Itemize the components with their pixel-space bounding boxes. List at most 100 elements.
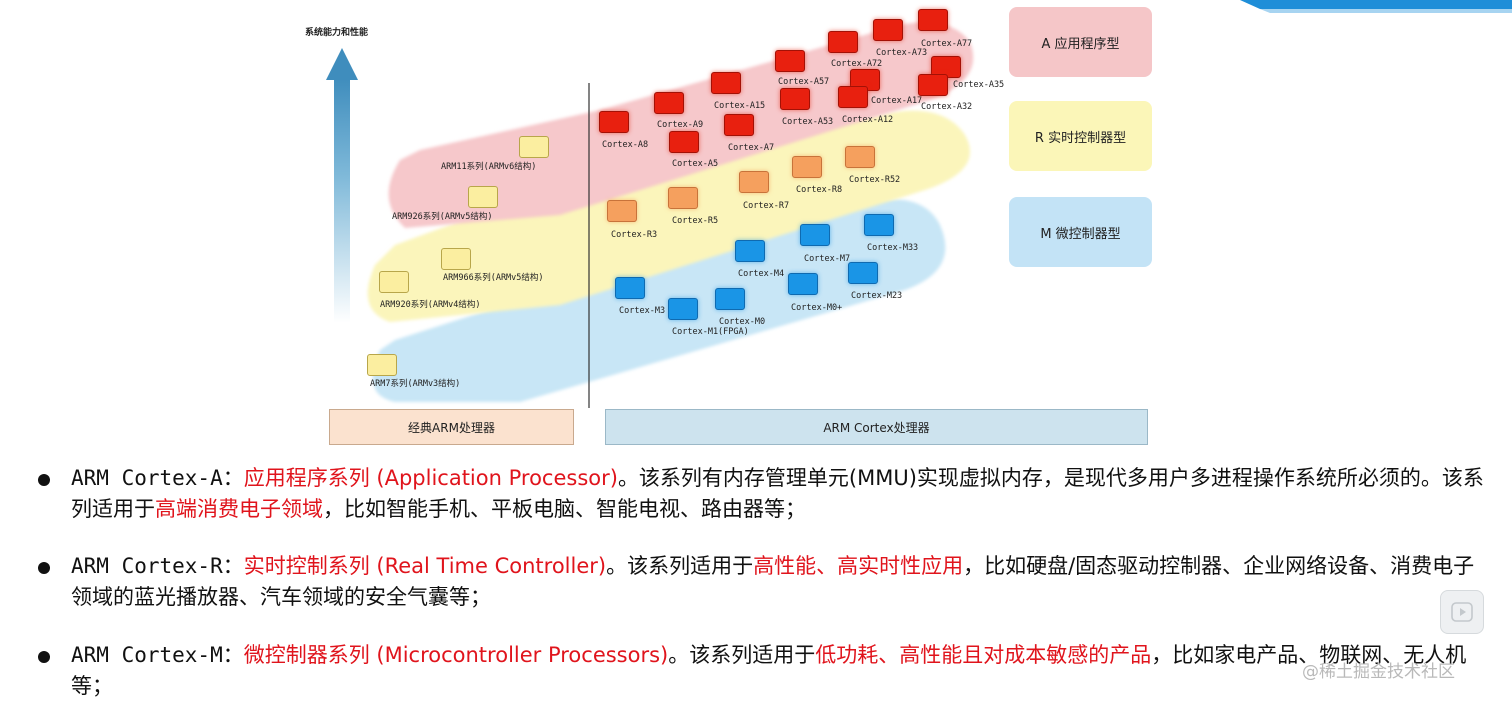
legend-cortex-r: R 实时控制器型 <box>1009 101 1152 171</box>
bullet-dot <box>38 651 50 663</box>
band-cortex-m <box>372 199 946 402</box>
watermark: @稀土掘金技术社区 <box>1302 662 1455 682</box>
arm-processor-diagram: 系统能力和性能 ARM11系列(ARMv6结构) ARM926系列(ARMv5结… <box>305 7 1152 445</box>
label-cortex-a35: Cortex-A35 <box>953 80 1005 90</box>
chip-cortex-m4 <box>735 240 765 262</box>
bullet-name: ARM Cortex-A <box>71 466 223 490</box>
label-cortex-m1: Cortex-M1(FPGA) <box>672 327 749 337</box>
bullet-name: ARM Cortex-R <box>71 554 223 578</box>
chip-arm920 <box>379 271 409 293</box>
label-cortex-a17: Cortex-A17 <box>871 96 923 106</box>
label-cortex-m0: Cortex-M0 <box>719 317 766 327</box>
bullet-text-2: ，比如智能手机、平板电脑、智能电视、路由器等； <box>323 497 806 521</box>
label-cortex-a32: Cortex-A32 <box>921 102 973 112</box>
label-cortex-a73: Cortex-A73 <box>876 48 928 58</box>
bullet-name: ARM Cortex-M <box>71 643 223 667</box>
chip-cortex-m3 <box>615 277 645 299</box>
bullet-text-1: 。该系列适用于 <box>606 554 754 578</box>
band-cortex-a <box>388 22 974 228</box>
bullet-sep: ： <box>222 643 244 667</box>
chip-cortex-a53 <box>780 88 810 110</box>
axis-title: 系统能力和性能 <box>305 28 369 38</box>
label-cortex-m4: Cortex-M4 <box>738 269 785 279</box>
bullet-highlight: 高端消费电子领域 <box>155 497 323 521</box>
chip-cortex-a5 <box>669 131 699 153</box>
bullet-sep: ： <box>222 466 244 490</box>
chip-cortex-r52 <box>845 146 875 168</box>
chip-cortex-a73 <box>873 19 903 41</box>
bullet-cortex-m: ARM Cortex-M：微控制器系列 (Microcontroller Pro… <box>38 640 1488 702</box>
bullet-highlight: 高性能、高实时性应用 <box>753 554 964 578</box>
chip-cortex-m33 <box>864 214 894 236</box>
chip-cortex-a9 <box>654 92 684 114</box>
chip-arm926 <box>468 186 498 208</box>
label-cortex-a12: Cortex-A12 <box>842 115 894 125</box>
chip-cortex-r8 <box>792 156 822 178</box>
bullet-series: 实时控制系列 (Real Time Controller) <box>243 554 607 578</box>
chip-cortex-r5 <box>668 187 698 209</box>
chip-cortex-a32 <box>918 74 948 96</box>
chip-arm7 <box>367 354 397 376</box>
label-cortex-a77: Cortex-A77 <box>921 39 973 49</box>
bullet-highlight: 低功耗、高性能且对成本敏感的产品 <box>815 643 1152 667</box>
label-cortex-a5: Cortex-A5 <box>672 159 719 169</box>
corner-decoration <box>1240 0 1512 13</box>
label-cortex-a7: Cortex-A7 <box>728 143 775 153</box>
label-cortex-r52: Cortex-R52 <box>849 175 901 185</box>
bullet-text-2: ，比如硬盘/固态驱动控制器、企业网络设备、消费电子领域的蓝光播放器、汽车领域的安… <box>71 554 1475 609</box>
chip-cortex-a15 <box>711 72 741 94</box>
chip-cortex-m23 <box>848 262 878 284</box>
chip-cortex-a12 <box>838 86 868 108</box>
bullet-cortex-r: ARM Cortex-R：实时控制系列 (Real Time Controlle… <box>38 551 1488 613</box>
label-cortex-a57: Cortex-A57 <box>778 77 830 87</box>
chip-cortex-m1 <box>668 298 698 320</box>
chip-cortex-a77 <box>918 9 948 31</box>
category-arm-cortex: ARM Cortex处理器 <box>605 409 1148 445</box>
chip-cortex-a7 <box>724 114 754 136</box>
bullet-series: 应用程序系列 (Application Processor) <box>243 466 618 490</box>
video-play-button[interactable] <box>1440 590 1484 634</box>
bullet-dot <box>38 474 50 486</box>
label-arm7: ARM7系列(ARMv3结构) <box>370 379 461 389</box>
label-cortex-a15: Cortex-A15 <box>714 101 766 111</box>
performance-arrow <box>326 48 358 323</box>
chip-cortex-a8 <box>599 111 629 133</box>
label-cortex-m23: Cortex-M23 <box>851 291 903 301</box>
chip-cortex-a72 <box>828 31 858 53</box>
bullet-text-1: 。该系列适用于 <box>668 643 816 667</box>
category-classic-arm: 经典ARM处理器 <box>329 409 574 445</box>
chip-cortex-a57 <box>775 50 805 72</box>
legend-cortex-m: M 微控制器型 <box>1009 197 1152 267</box>
label-cortex-r7: Cortex-R7 <box>743 201 790 211</box>
label-arm926: ARM926系列(ARMv5结构) <box>392 212 493 222</box>
label-cortex-a53: Cortex-A53 <box>782 117 834 127</box>
bullet-dot <box>38 562 50 574</box>
label-arm11: ARM11系列(ARMv6结构) <box>441 162 537 172</box>
bullet-text-2: ，比如家电产品、物联网、无人机等； <box>71 643 1467 698</box>
bullet-text-1: 。该系列有内存管理单元(MMU)实现虚拟内存，是现代多用户多进程操作系统所必须的… <box>71 466 1484 521</box>
bullet-series: 微控制器系列 (Microcontroller Processors) <box>243 643 669 667</box>
bullet-cortex-a: ARM Cortex-A：应用程序系列 (Application Process… <box>38 463 1488 525</box>
label-cortex-a8: Cortex-A8 <box>602 140 649 150</box>
chip-cortex-m0plus <box>788 273 818 295</box>
label-cortex-m33: Cortex-M33 <box>867 243 919 253</box>
label-cortex-r8: Cortex-R8 <box>796 185 843 195</box>
label-cortex-a72: Cortex-A72 <box>831 59 883 69</box>
label-arm966: ARM966系列(ARMv5结构) <box>443 273 544 283</box>
label-arm920: ARM920系列(ARMv4结构) <box>380 300 481 310</box>
label-cortex-r3: Cortex-R3 <box>611 230 658 240</box>
label-cortex-r5: Cortex-R5 <box>672 216 719 226</box>
label-cortex-m0plus: Cortex-M0+ <box>791 303 843 313</box>
play-icon <box>1451 602 1473 622</box>
chip-cortex-r3 <box>607 200 637 222</box>
chip-cortex-m0 <box>715 288 745 310</box>
chip-cortex-r7 <box>739 171 769 193</box>
label-cortex-a9: Cortex-A9 <box>657 120 704 130</box>
legend-cortex-a: A 应用程序型 <box>1009 7 1152 77</box>
label-cortex-m7: Cortex-M7 <box>804 254 851 264</box>
label-cortex-m3: Cortex-M3 <box>619 306 666 316</box>
diagram-background <box>326 22 974 408</box>
chip-arm966 <box>441 248 471 270</box>
chip-arm11 <box>519 136 549 158</box>
description-list: ARM Cortex-A：应用程序系列 (Application Process… <box>0 458 1512 700</box>
